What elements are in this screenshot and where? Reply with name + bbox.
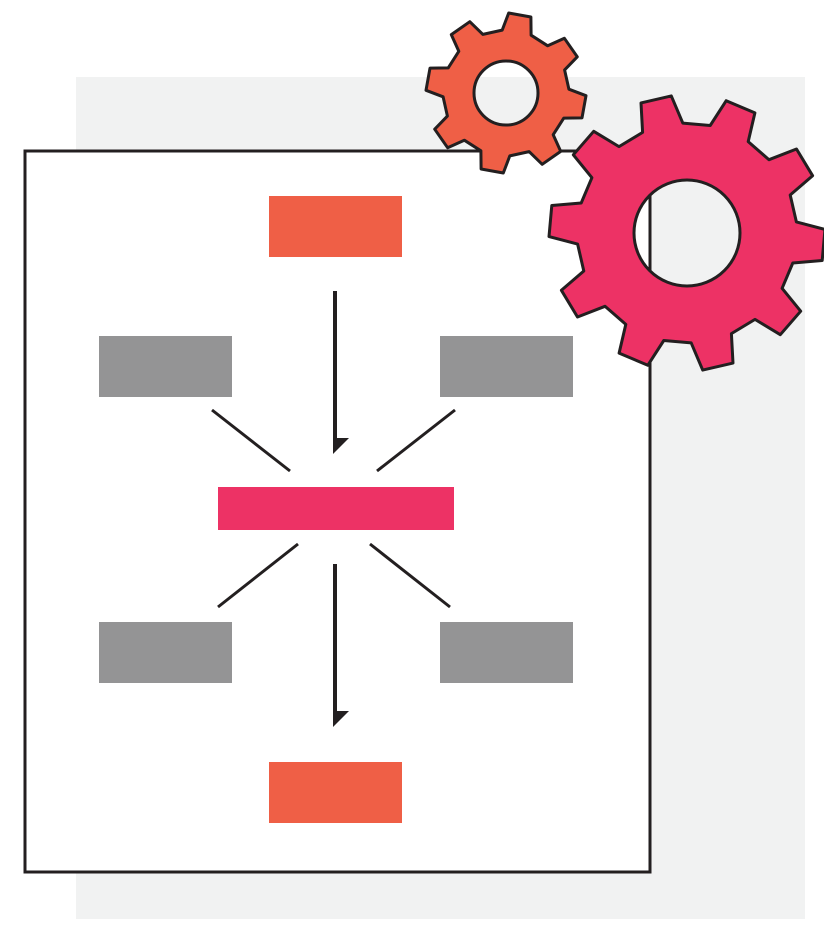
lower-right-node <box>440 622 573 683</box>
small-gear-icon <box>424 11 588 175</box>
connector-upper-right <box>376 408 456 473</box>
large-gear-icon <box>547 94 824 372</box>
center-node <box>218 487 454 530</box>
upper-left-node <box>99 336 232 397</box>
arrow-top-to-center <box>333 291 349 454</box>
connector-lower-right <box>369 542 451 609</box>
bottom-node <box>269 762 402 823</box>
lower-left-node <box>99 622 232 683</box>
connector-lower-left <box>217 542 299 609</box>
upper-right-node <box>440 336 573 397</box>
arrow-center-to-bottom <box>333 564 349 727</box>
connector-upper-left <box>211 408 291 473</box>
top-node <box>269 196 402 257</box>
